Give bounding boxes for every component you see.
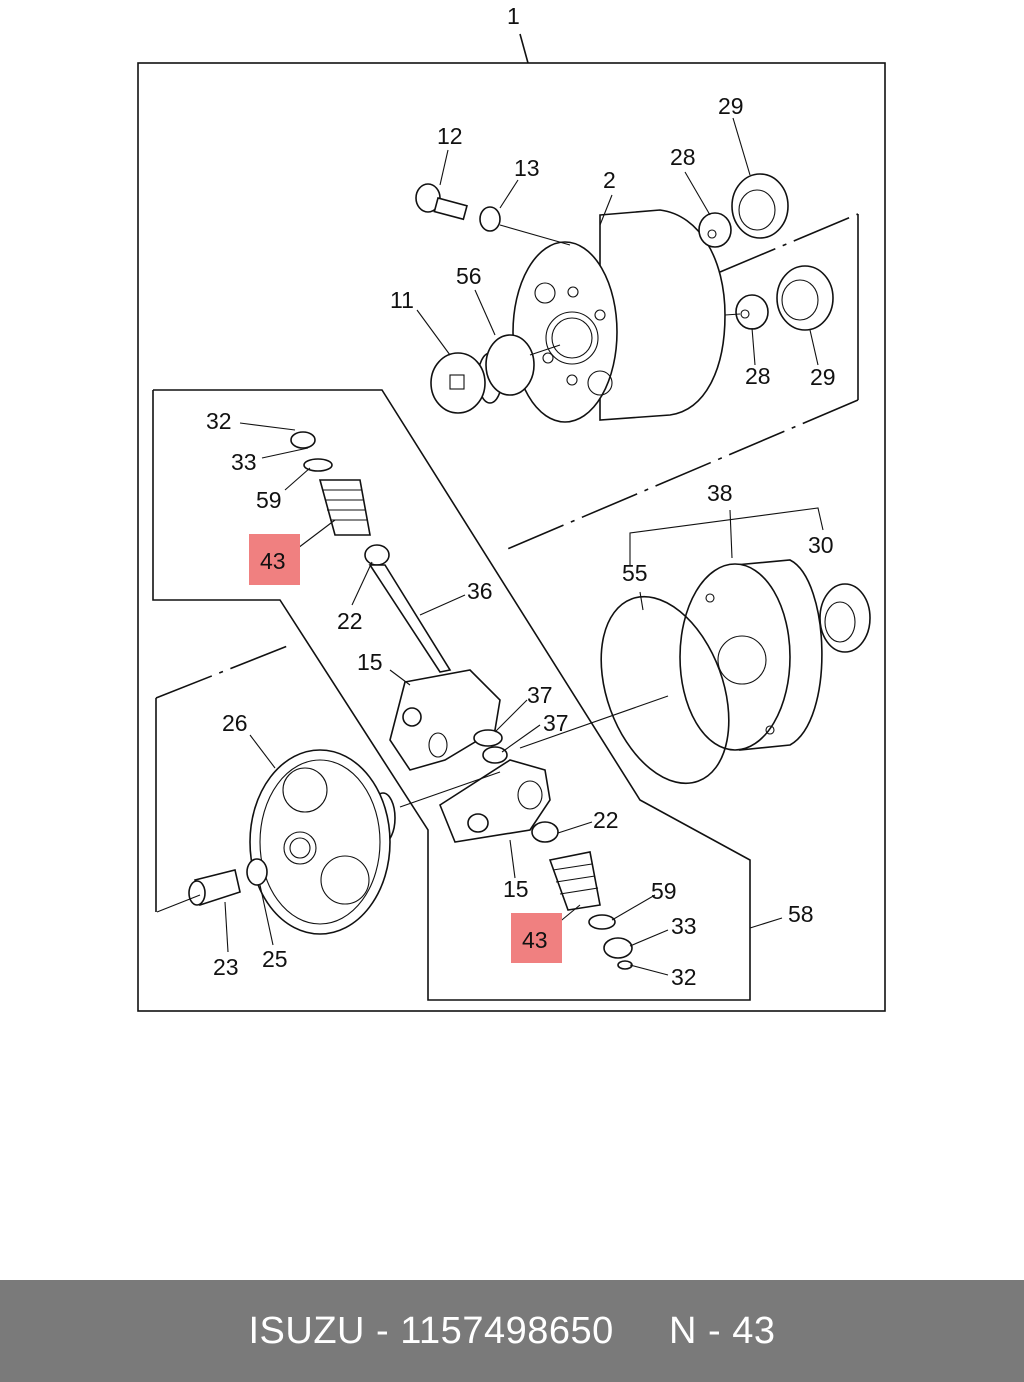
diagram-frame: [137, 62, 886, 1012]
callout-26: 26: [222, 710, 248, 736]
callout-56: 56: [456, 263, 482, 289]
callout-55: 55: [622, 560, 648, 586]
callout-15-lower: 15: [503, 876, 529, 902]
callout-36: 36: [467, 578, 493, 604]
callout-25: 25: [262, 946, 288, 972]
callout-29-upper: 29: [718, 93, 744, 119]
callout-11: 11: [390, 287, 414, 313]
rear-cover-part: [519, 559, 871, 785]
callout-59-upper: 59: [256, 487, 282, 513]
callout-33-lower: 33: [671, 913, 697, 939]
plug-part: [430, 334, 561, 414]
valve-body-lower: [439, 759, 633, 970]
callout-22-lower: 22: [593, 807, 619, 833]
callout-32-lower: 32: [671, 964, 697, 990]
callout-15-upper: 15: [357, 649, 383, 675]
callout-37-lower: 37: [543, 710, 569, 736]
callout-13: 13: [514, 155, 540, 181]
bolt-part: [415, 183, 571, 246]
callout-59-lower: 59: [651, 878, 677, 904]
callout-23: 23: [213, 954, 239, 980]
valve-body-upper: [389, 669, 508, 771]
part-number-footer: ISUZU - 1157498650 N - 43: [0, 1280, 1024, 1382]
valve-stack-upper: [290, 431, 452, 673]
callout-28-upper: 28: [670, 144, 696, 170]
fitting-lower-part: [724, 265, 834, 331]
callout-33-upper: 33: [231, 449, 257, 475]
callout-22-upper: 22: [337, 608, 363, 634]
leader-lines: [224, 117, 824, 976]
callout-30: 30: [808, 532, 834, 558]
callout-1: 1: [507, 3, 520, 29]
callout-2: 2: [603, 167, 616, 193]
fitting-upper-part: [698, 173, 789, 248]
pump-body-part: [512, 209, 726, 423]
callout-labels: 1 12 13 2 29 28 11 56 28 29 32 33 59 43 …: [206, 3, 836, 990]
callout-28-lower: 28: [745, 363, 771, 389]
callout-43-lower: 43: [522, 927, 548, 953]
callout-37-upper: 37: [527, 682, 553, 708]
callout-32-upper: 32: [206, 408, 232, 434]
highlight-box-43-upper: [249, 534, 300, 585]
callout-43-upper: 43: [260, 548, 286, 574]
callout-12: 12: [437, 123, 463, 149]
callout-29-lower: 29: [810, 364, 836, 390]
footer-text: ISUZU - 1157498650 N - 43: [248, 1309, 776, 1352]
highlight-box-43-lower: [511, 913, 562, 963]
front-cover-part: [156, 749, 501, 935]
callout-38: 38: [707, 480, 733, 506]
exploded-parts-diagram: 1 12 13 2 29 28 11 56 28 29 32 33 59 43 …: [137, 3, 886, 1012]
callout-58: 58: [788, 901, 814, 927]
valve-group-outline-upper: [152, 389, 751, 1001]
